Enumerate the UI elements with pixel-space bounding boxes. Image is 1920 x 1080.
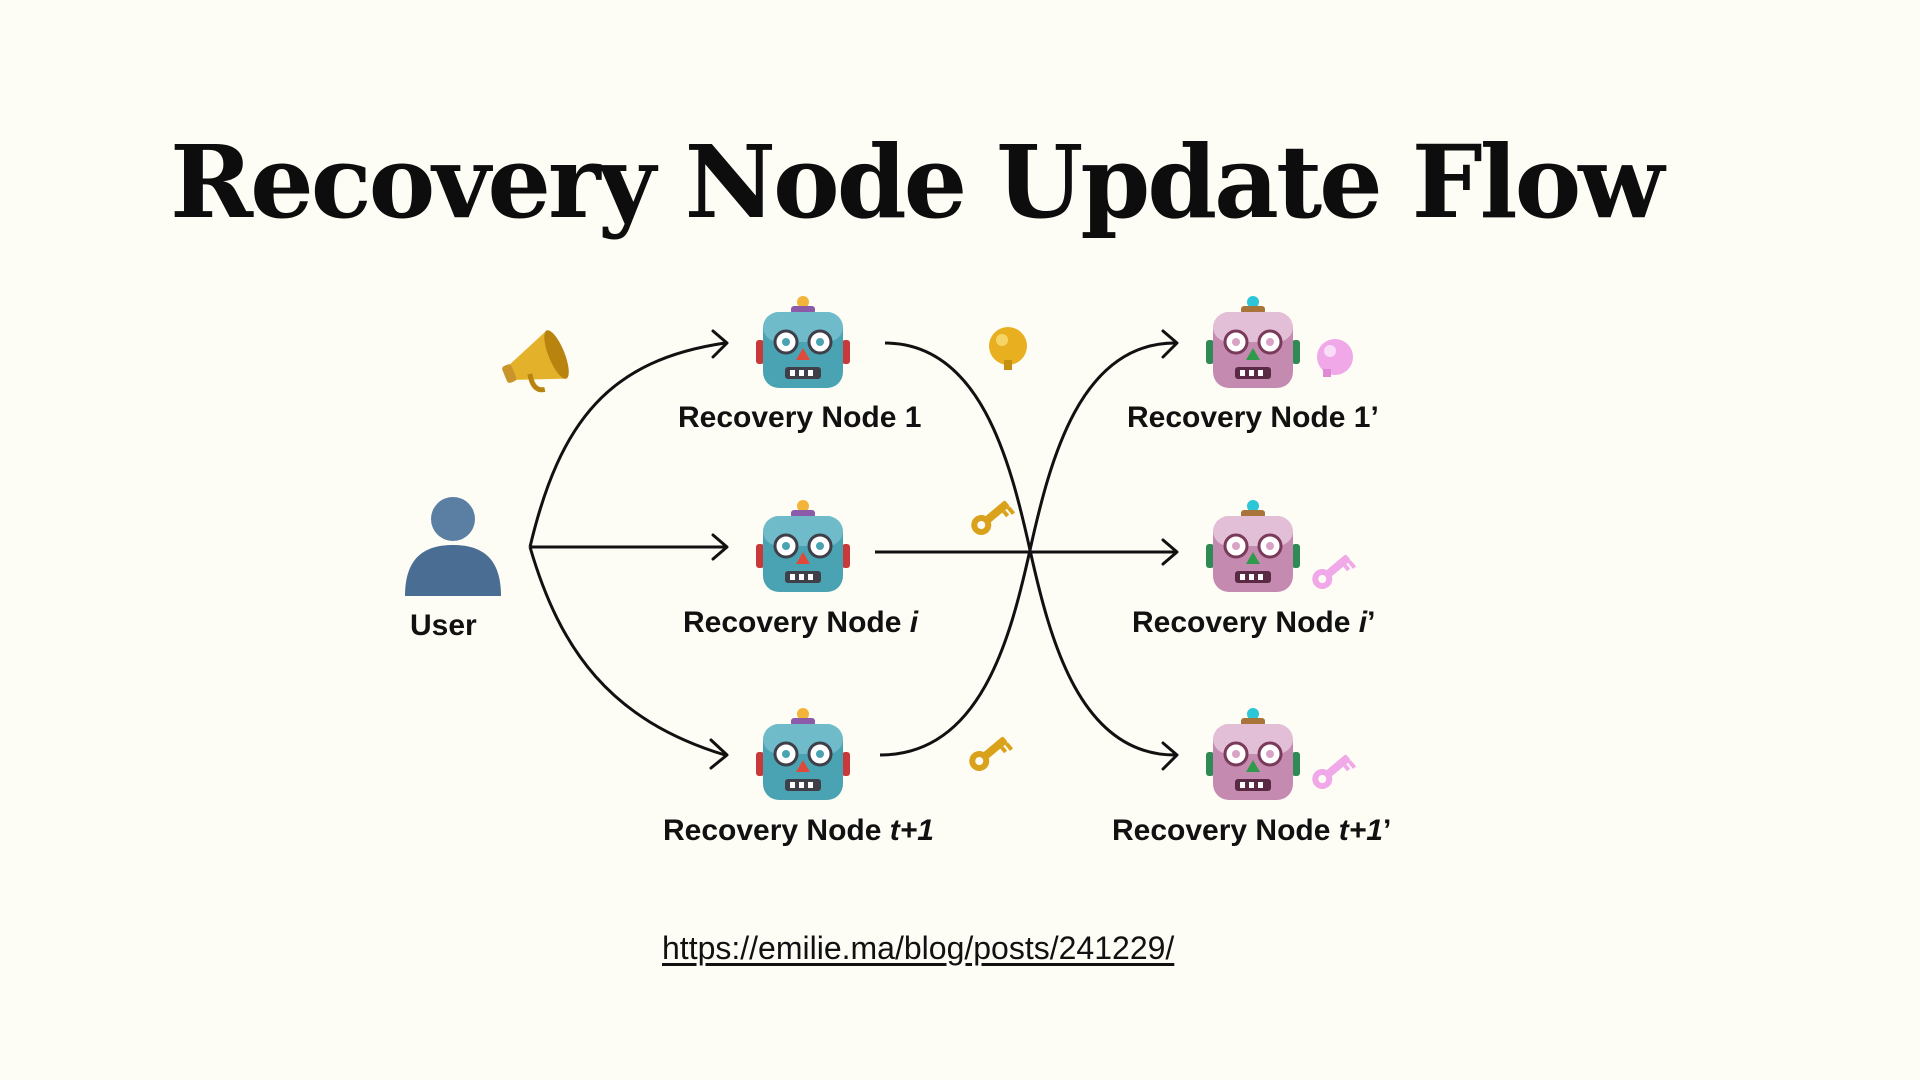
node-label-base: Recovery Node <box>1127 401 1354 434</box>
node-label-suffix: ’ <box>1367 606 1376 639</box>
node-label-italic: t+1 <box>1338 814 1383 847</box>
gold-key-icon <box>967 495 1016 541</box>
node-label-old-1: Recovery Node 1 <box>678 403 921 433</box>
robot-pink-icon <box>1204 706 1302 802</box>
node-label-italic: i <box>909 606 919 639</box>
robot-pink-icon <box>1204 498 1302 594</box>
robot-teal-icon <box>754 706 852 802</box>
robot-teal-icon <box>754 294 852 390</box>
node-label-base: Recovery Node <box>678 401 905 434</box>
user-silhouette-icon <box>405 497 501 596</box>
pink-key-icon <box>1308 549 1357 595</box>
node-label-old-t1: Recovery Node t+1 <box>663 816 934 846</box>
gold-key-icon <box>965 731 1014 777</box>
node-label-suffix: 1 <box>904 401 922 434</box>
node-label-base: Recovery Node <box>663 814 890 847</box>
node-label-new-i: Recovery Node i’ <box>1132 608 1375 638</box>
megaphone-icon <box>502 330 569 393</box>
node-label-base: Recovery Node <box>1132 606 1359 639</box>
node-label-base: Recovery Node <box>683 606 910 639</box>
source-link[interactable]: https://emilie.ma/blog/posts/241229/ <box>662 930 1175 966</box>
arrowhead <box>709 738 729 770</box>
page-title: Recovery Node Update Flow <box>170 123 1664 241</box>
node-label-new-t1: Recovery Node t+1’ <box>1112 816 1391 846</box>
robot-pink-icon <box>1204 294 1302 390</box>
arrowhead <box>1161 329 1179 359</box>
node-label-suffix: 1’ <box>1353 401 1379 434</box>
node-label-suffix: ’ <box>1382 814 1392 847</box>
pink-key-icon <box>1308 749 1357 795</box>
node-label-base: Recovery Node <box>1112 814 1339 847</box>
arrow-user-node-t1 <box>528 546 726 757</box>
arrowhead <box>1161 741 1179 771</box>
arrowhead <box>711 533 729 561</box>
pink-key-icon <box>1317 339 1353 377</box>
node-label-italic: i <box>1358 606 1368 639</box>
arrow-user-node-1 <box>528 341 726 548</box>
arrowhead <box>1161 538 1179 566</box>
node-label-italic: t+1 <box>889 814 934 847</box>
robot-teal-icon <box>754 498 852 594</box>
node-label-new-1: Recovery Node 1’ <box>1127 403 1379 433</box>
gold-key-icon <box>989 327 1027 370</box>
curve-node-t1-out <box>879 341 1176 757</box>
node-label-old-i: Recovery Node i <box>683 608 918 638</box>
arrowhead <box>711 329 729 359</box>
user-label: User <box>410 609 477 642</box>
